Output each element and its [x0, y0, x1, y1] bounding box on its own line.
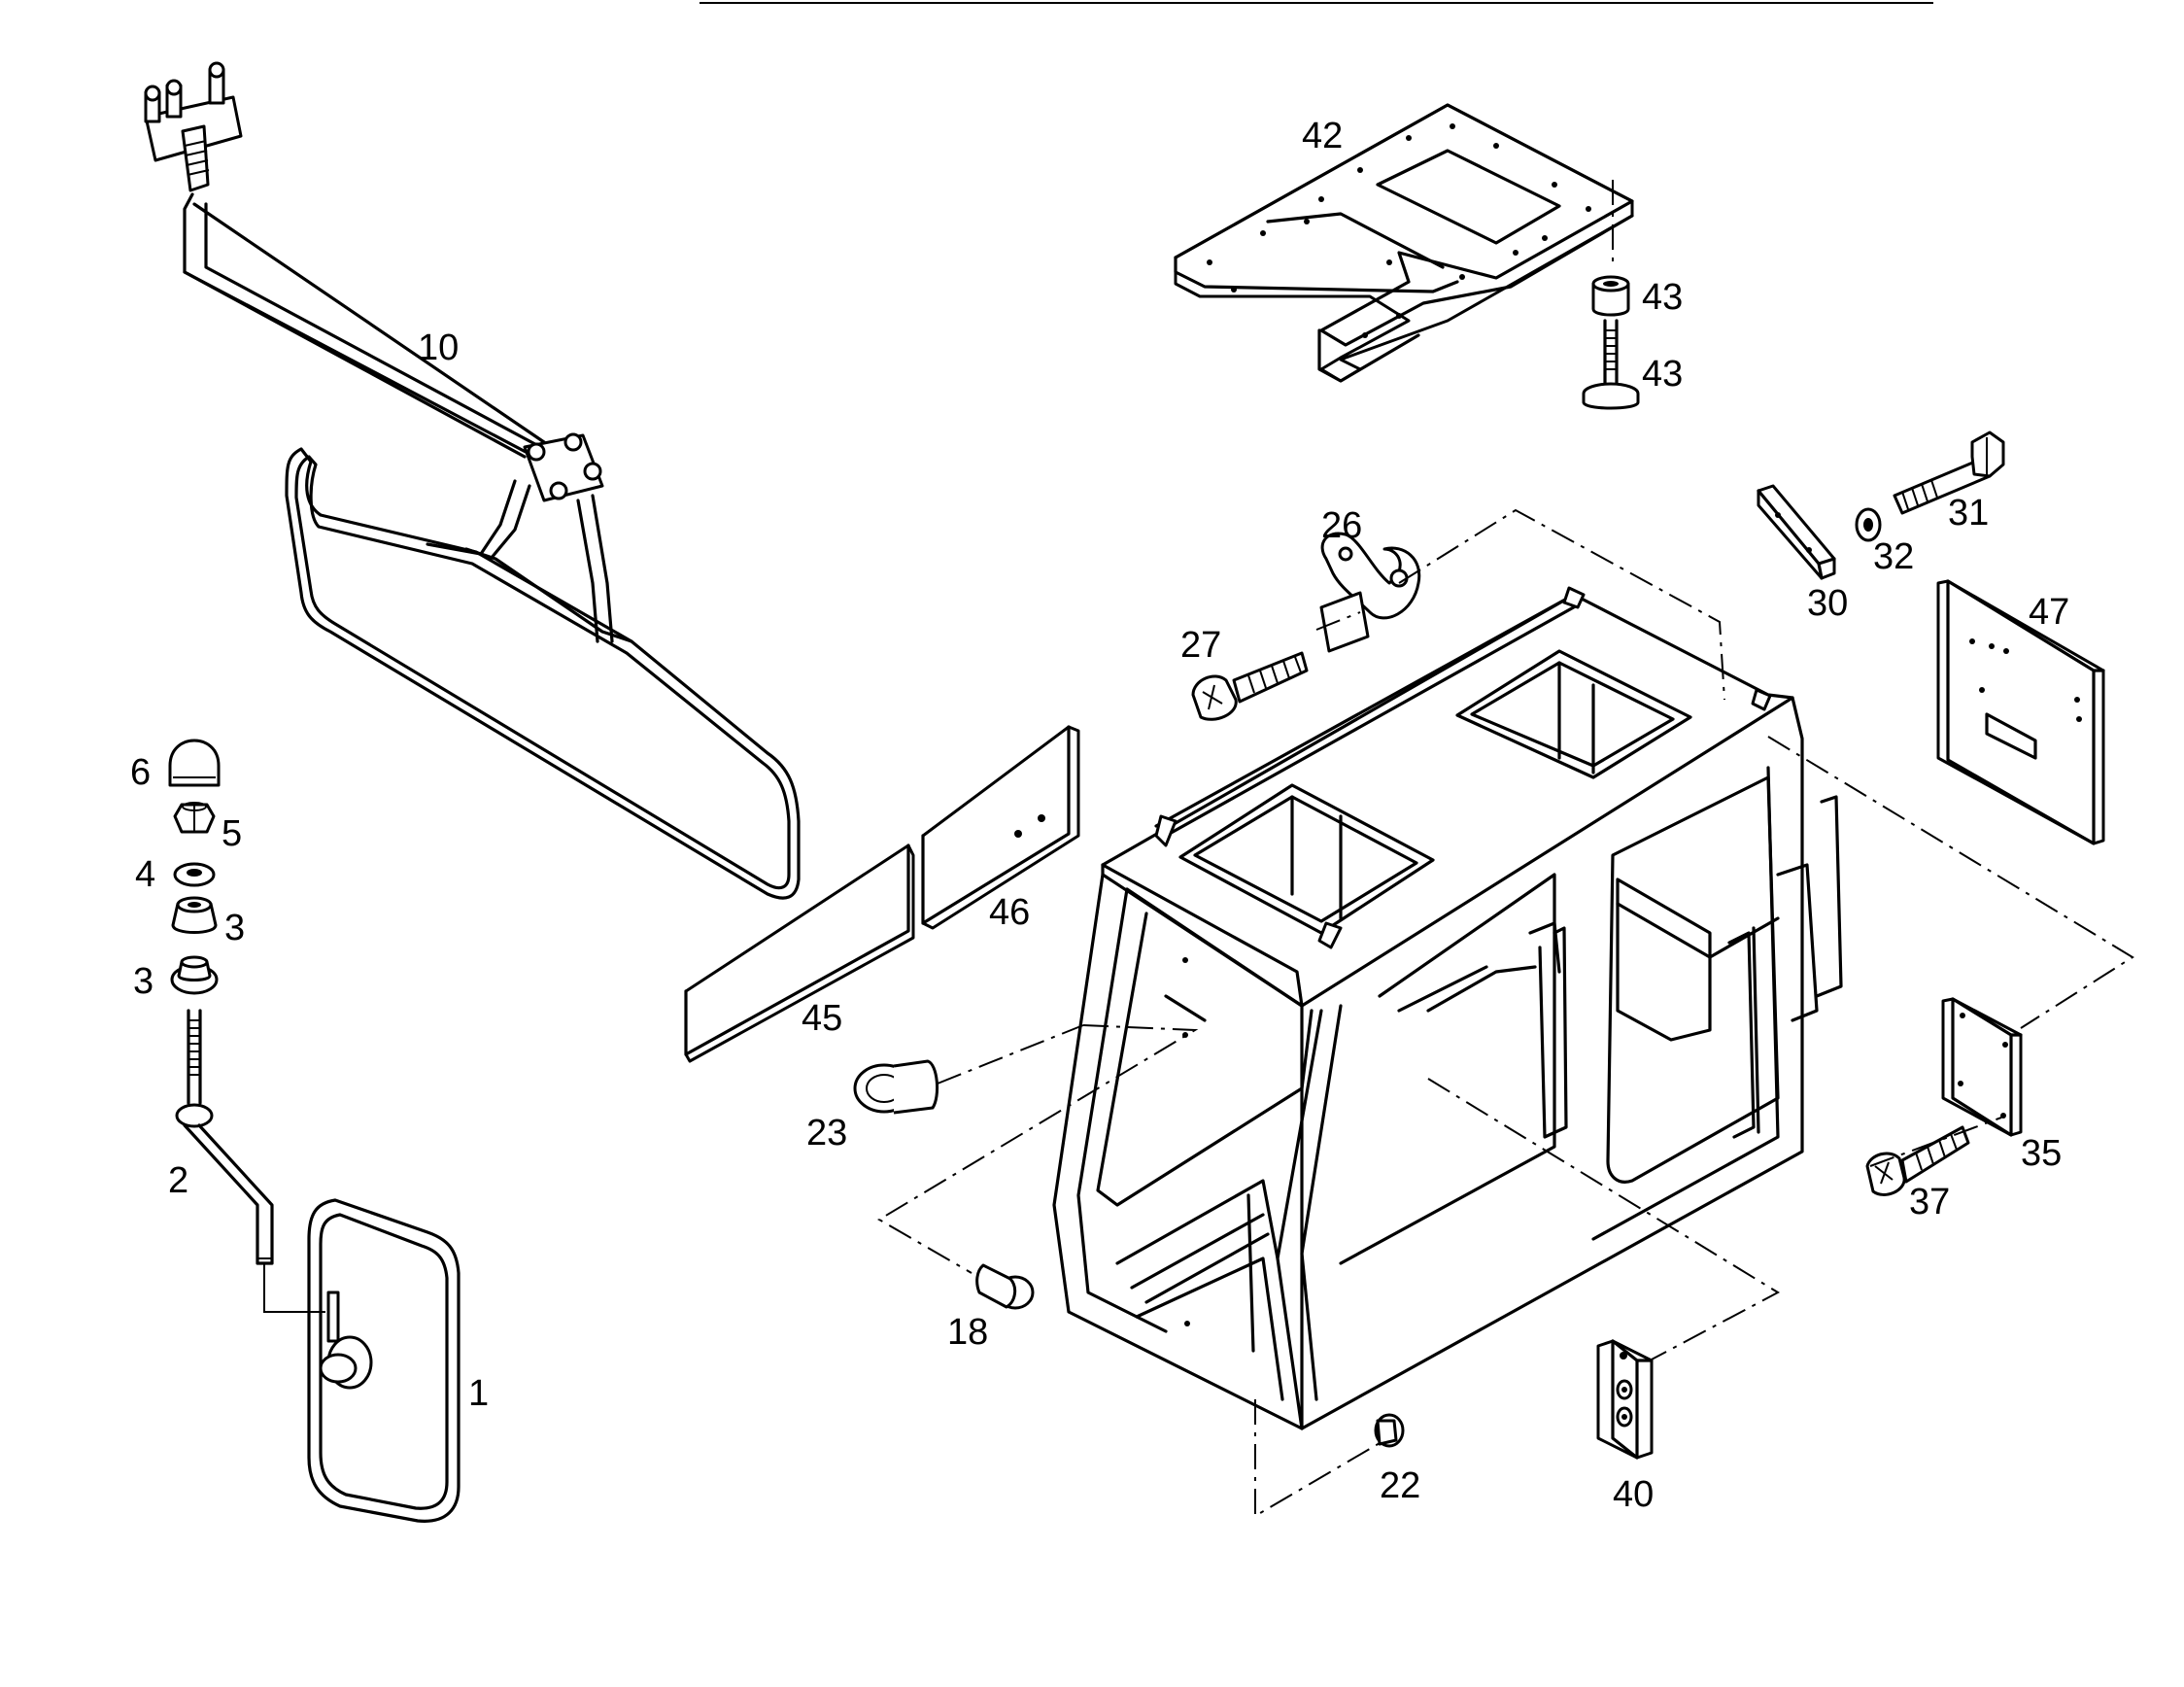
- label-p45: 45: [802, 998, 842, 1039]
- washer-4: [173, 862, 216, 887]
- label-p35: 35: [2021, 1133, 2062, 1174]
- label-p2: 2: [168, 1160, 188, 1201]
- mirror-1: [307, 1198, 461, 1523]
- plate-40: [1596, 1339, 1654, 1460]
- bush-3-lower: [170, 955, 219, 995]
- cap-nut-6: [168, 739, 221, 787]
- bush-3-upper: [171, 896, 218, 934]
- label-p10: 10: [418, 327, 459, 368]
- label-p47: 47: [2029, 592, 2069, 633]
- seal-strip-45: [684, 844, 915, 1063]
- plug-18: [975, 1263, 1035, 1310]
- label-p18: 18: [947, 1312, 988, 1353]
- hook-26: [1319, 532, 1421, 653]
- spacer-43: [1591, 275, 1630, 317]
- label-p46: 46: [989, 892, 1030, 933]
- label-p43a: 43: [1642, 277, 1683, 318]
- panel-46: [921, 725, 1080, 930]
- label-p1: 1: [468, 1373, 489, 1414]
- label-p22: 22: [1380, 1465, 1420, 1506]
- label-p3b: 3: [133, 961, 154, 1002]
- label-p26: 26: [1321, 505, 1362, 546]
- hex-nut-5: [173, 802, 216, 834]
- label-p23: 23: [806, 1113, 847, 1153]
- plug-22: [1374, 1413, 1405, 1448]
- roof-plate-42: [1174, 103, 1634, 383]
- label-p37: 37: [1909, 1182, 1950, 1222]
- mirror-arm-2: [175, 1009, 325, 1313]
- label-p6: 6: [130, 752, 151, 793]
- bolt-31: [1893, 430, 2005, 515]
- panel-47: [1936, 579, 2105, 845]
- label-p30: 30: [1807, 583, 1848, 624]
- label-p31: 31: [1948, 493, 1989, 534]
- label-p5: 5: [222, 813, 242, 854]
- stud-43: [1582, 319, 1640, 410]
- plate-30: [1757, 484, 1836, 580]
- cover-plate-35: [1941, 997, 2023, 1137]
- label-p32: 32: [1873, 536, 1914, 577]
- label-p42: 42: [1302, 116, 1343, 156]
- part-labels: 10 1 2 3 3 4 5 6 18 22 23 26 27 30 31 32…: [130, 116, 2069, 1515]
- sun-visor-assembly: [144, 61, 801, 900]
- plug-23: [853, 1059, 939, 1115]
- label-p27: 27: [1180, 625, 1221, 666]
- label-p43b: 43: [1642, 354, 1683, 395]
- screw-27: [1191, 651, 1309, 721]
- label-p3a: 3: [224, 908, 245, 948]
- leader-lines: [877, 508, 2134, 1518]
- washer-32: [1855, 507, 1882, 542]
- label-p40: 40: [1613, 1474, 1654, 1515]
- label-p4: 4: [135, 854, 155, 895]
- cab-frame: [1052, 586, 1843, 1430]
- screw-37: [1865, 1125, 1970, 1196]
